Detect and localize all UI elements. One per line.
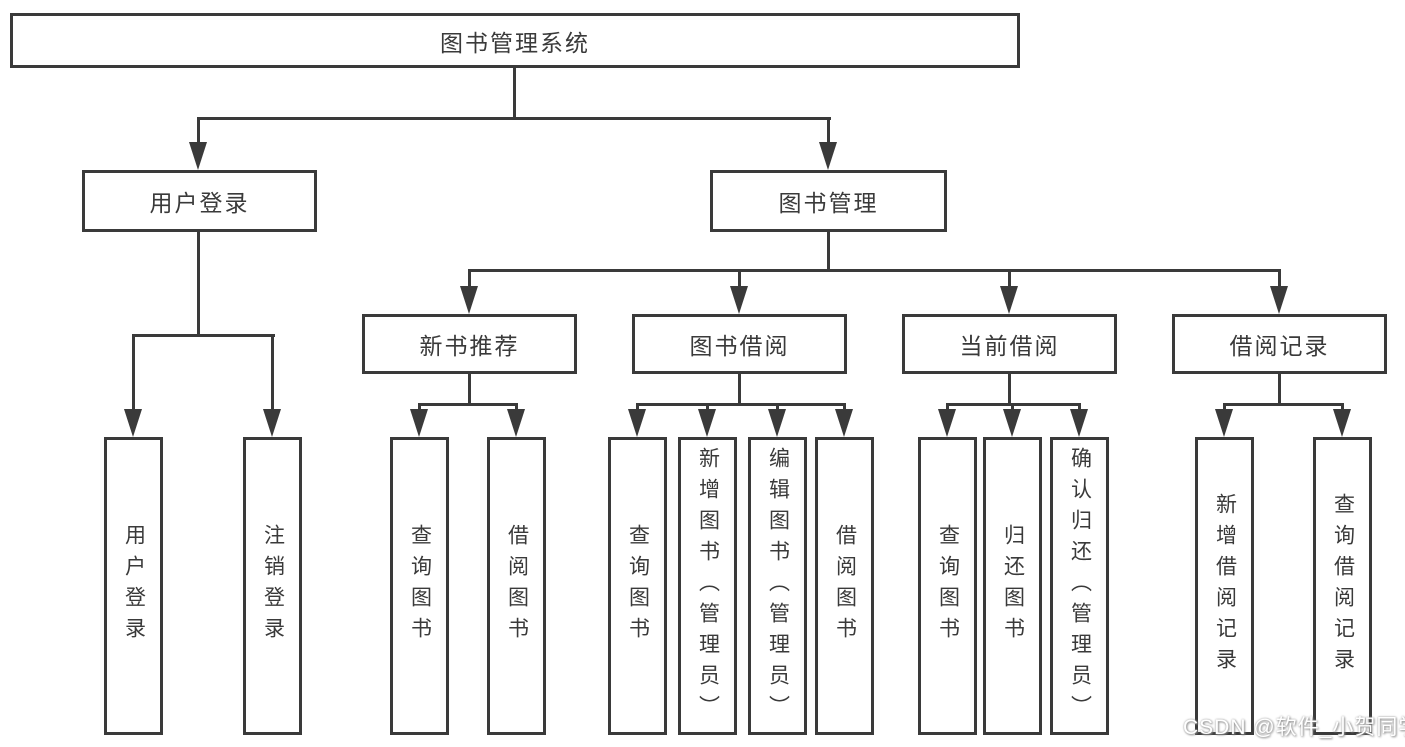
connector-line <box>418 403 518 406</box>
connector-line <box>468 374 471 405</box>
leaf-label: 归还图书 <box>1001 524 1025 648</box>
connector-line <box>636 403 639 412</box>
leaf-label: 借阅图书 <box>505 524 529 648</box>
arrow-down-icon <box>768 409 786 437</box>
connector-line <box>1278 269 1281 289</box>
leaf-label: 确认归还（管理员） <box>1068 446 1092 726</box>
leaf-confirm-return-admin: 确认归还（管理员） <box>1050 437 1109 735</box>
leaf-borrow-books: 借阅图书 <box>815 437 874 735</box>
arrow-down-icon <box>698 409 716 437</box>
leaf-label: 查询图书 <box>936 524 960 648</box>
leaf-query-borrow-record: 查询借阅记录 <box>1313 437 1372 735</box>
leaf-label: 查询图书 <box>408 524 432 648</box>
node-library-management-system: 图书管理系统 <box>10 13 1020 68</box>
connector-line <box>418 403 421 412</box>
connector-line <box>513 68 516 118</box>
csdn-watermark: CSDN @软件_小贺同学 <box>1183 716 1405 739</box>
connector-line <box>738 269 741 289</box>
connector-line <box>1078 403 1081 412</box>
connector-line <box>946 403 949 412</box>
node-borrow-records: 借阅记录 <box>1172 314 1387 374</box>
connector-line <box>271 334 274 414</box>
connector-line <box>706 403 709 412</box>
arrow-down-icon <box>730 286 748 314</box>
connector-line <box>1223 403 1344 406</box>
leaf-query-books-recommend: 查询图书 <box>390 437 449 735</box>
connector-line <box>132 334 275 337</box>
connector-line <box>197 117 831 120</box>
leaf-user-login: 用户登录 <box>104 437 163 735</box>
node-user-login: 用户登录 <box>82 170 317 232</box>
arrow-down-icon <box>460 286 478 314</box>
node-label: 用户登录 <box>149 190 250 216</box>
arrow-down-icon <box>410 409 428 437</box>
connector-line <box>1011 403 1014 412</box>
connector-line <box>738 374 741 405</box>
leaf-label: 用户登录 <box>122 524 146 648</box>
node-label: 当前借阅 <box>959 333 1060 359</box>
arrow-down-icon <box>1270 286 1288 314</box>
node-book-management: 图书管理 <box>710 170 947 232</box>
connector-line <box>1341 403 1344 412</box>
connector-line <box>1223 403 1226 412</box>
leaf-borrow-books-recommend: 借阅图书 <box>487 437 546 735</box>
connector-line <box>827 232 830 271</box>
arrow-down-icon <box>263 409 281 437</box>
connector-line <box>515 403 518 412</box>
arrow-down-icon <box>628 409 646 437</box>
leaf-add-borrow-record: 新增借阅记录 <box>1195 437 1254 735</box>
node-current-borrow: 当前借阅 <box>902 314 1117 374</box>
connector-line <box>132 334 135 414</box>
connector-line <box>1008 269 1011 289</box>
arrow-down-icon <box>1215 409 1233 437</box>
leaf-return-book: 归还图书 <box>983 437 1042 735</box>
connector-line <box>776 403 779 412</box>
node-new-book-recommend: 新书推荐 <box>362 314 577 374</box>
node-label: 图书借阅 <box>689 333 790 359</box>
connector-line <box>636 403 846 406</box>
connector-line <box>197 232 200 336</box>
leaf-logout: 注销登录 <box>243 437 302 735</box>
node-label: 图书管理 <box>778 190 879 216</box>
arrow-down-icon <box>507 409 525 437</box>
leaf-add-book-admin: 新增图书（管理员） <box>678 437 737 735</box>
leaf-query-books-borrow: 查询图书 <box>608 437 667 735</box>
node-label: 新书推荐 <box>419 333 520 359</box>
arrow-down-icon <box>938 409 956 437</box>
arrow-down-icon <box>1070 409 1088 437</box>
leaf-label: 新增借阅记录 <box>1213 493 1237 679</box>
arrow-down-icon <box>1003 409 1021 437</box>
arrow-down-icon <box>835 409 853 437</box>
node-book-borrow: 图书借阅 <box>632 314 847 374</box>
arrow-down-icon <box>1000 286 1018 314</box>
arrow-down-icon <box>124 409 142 437</box>
leaf-query-books-current: 查询图书 <box>918 437 977 735</box>
leaf-edit-book-admin: 编辑图书（管理员） <box>748 437 807 735</box>
arrow-down-icon <box>1333 409 1351 437</box>
connector-line <box>1278 374 1281 405</box>
leaf-label: 查询图书 <box>626 524 650 648</box>
node-label: 借阅记录 <box>1229 333 1330 359</box>
connector-line <box>1008 374 1011 405</box>
arrow-down-icon <box>819 142 837 170</box>
leaf-label: 新增图书（管理员） <box>696 446 720 726</box>
node-label: 图书管理系统 <box>440 29 590 56</box>
connector-line <box>843 403 846 412</box>
connector-line <box>468 269 1281 272</box>
arrow-down-icon <box>189 142 207 170</box>
connector-line <box>197 117 200 144</box>
leaf-label: 编辑图书（管理员） <box>766 446 790 726</box>
leaf-label: 注销登录 <box>261 524 285 648</box>
leaf-label: 借阅图书 <box>833 524 857 648</box>
connector-line <box>468 269 471 289</box>
connector-line <box>827 117 830 144</box>
leaf-label: 查询借阅记录 <box>1331 493 1355 679</box>
